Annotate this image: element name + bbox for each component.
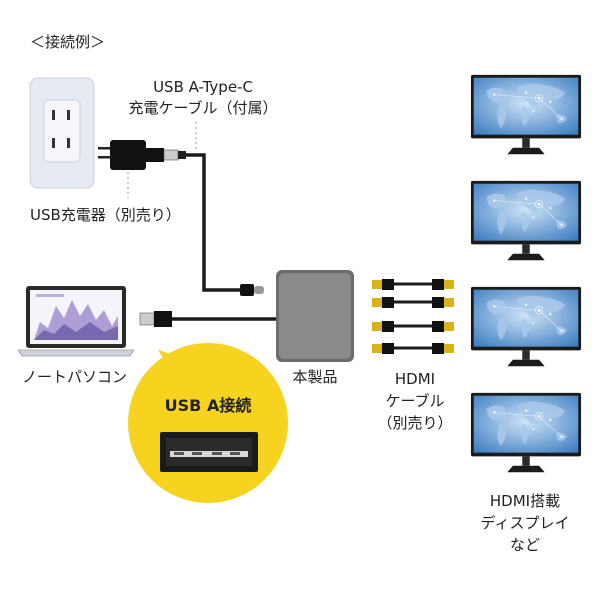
monitor-icon bbox=[470, 286, 582, 367]
display-label-line2: ディスプレイ bbox=[480, 514, 570, 532]
hdmi-cable-2 bbox=[372, 297, 454, 308]
monitor-icon bbox=[470, 74, 582, 155]
usb-c-plug bbox=[240, 284, 264, 296]
monitor-icon bbox=[470, 180, 582, 261]
display-label-line1: HDMI搭載 bbox=[489, 492, 561, 510]
usb-c-cable bbox=[186, 153, 248, 292]
hub-label: 本製品 bbox=[292, 368, 338, 386]
usb-charger-icon bbox=[98, 140, 186, 198]
hdmi-cables bbox=[372, 279, 454, 354]
hdmi-cable-3 bbox=[372, 321, 454, 332]
monitor-icon bbox=[470, 392, 582, 473]
usb-a-callout bbox=[128, 343, 288, 503]
usb-a-plug bbox=[139, 311, 172, 327]
hdmi-cable-4 bbox=[372, 343, 454, 354]
usb-a-callout-label: USB A接続 bbox=[164, 396, 252, 415]
cable-c-label-line2: 充電ケーブル（付属） bbox=[128, 99, 278, 117]
charger-label: USB充電器（別売り） bbox=[30, 206, 181, 224]
laptop-label: ノートパソコン bbox=[22, 368, 128, 386]
hdmi-label-line1: HDMI bbox=[394, 370, 436, 388]
wall-outlet-icon bbox=[29, 77, 95, 189]
page-heading: ＜接続例＞ bbox=[30, 33, 106, 51]
hdmi-label-line2: ケーブル bbox=[385, 392, 445, 410]
display-label-line3: など bbox=[509, 536, 540, 554]
hdmi-cable-1 bbox=[372, 279, 454, 290]
laptop-icon bbox=[17, 286, 135, 357]
hdmi-label-line3: （別売り） bbox=[377, 414, 453, 432]
hub-device bbox=[276, 270, 354, 362]
usb-a-port-icon bbox=[160, 432, 258, 472]
cable-c-label-line1: USB A-Type-C bbox=[153, 78, 253, 96]
